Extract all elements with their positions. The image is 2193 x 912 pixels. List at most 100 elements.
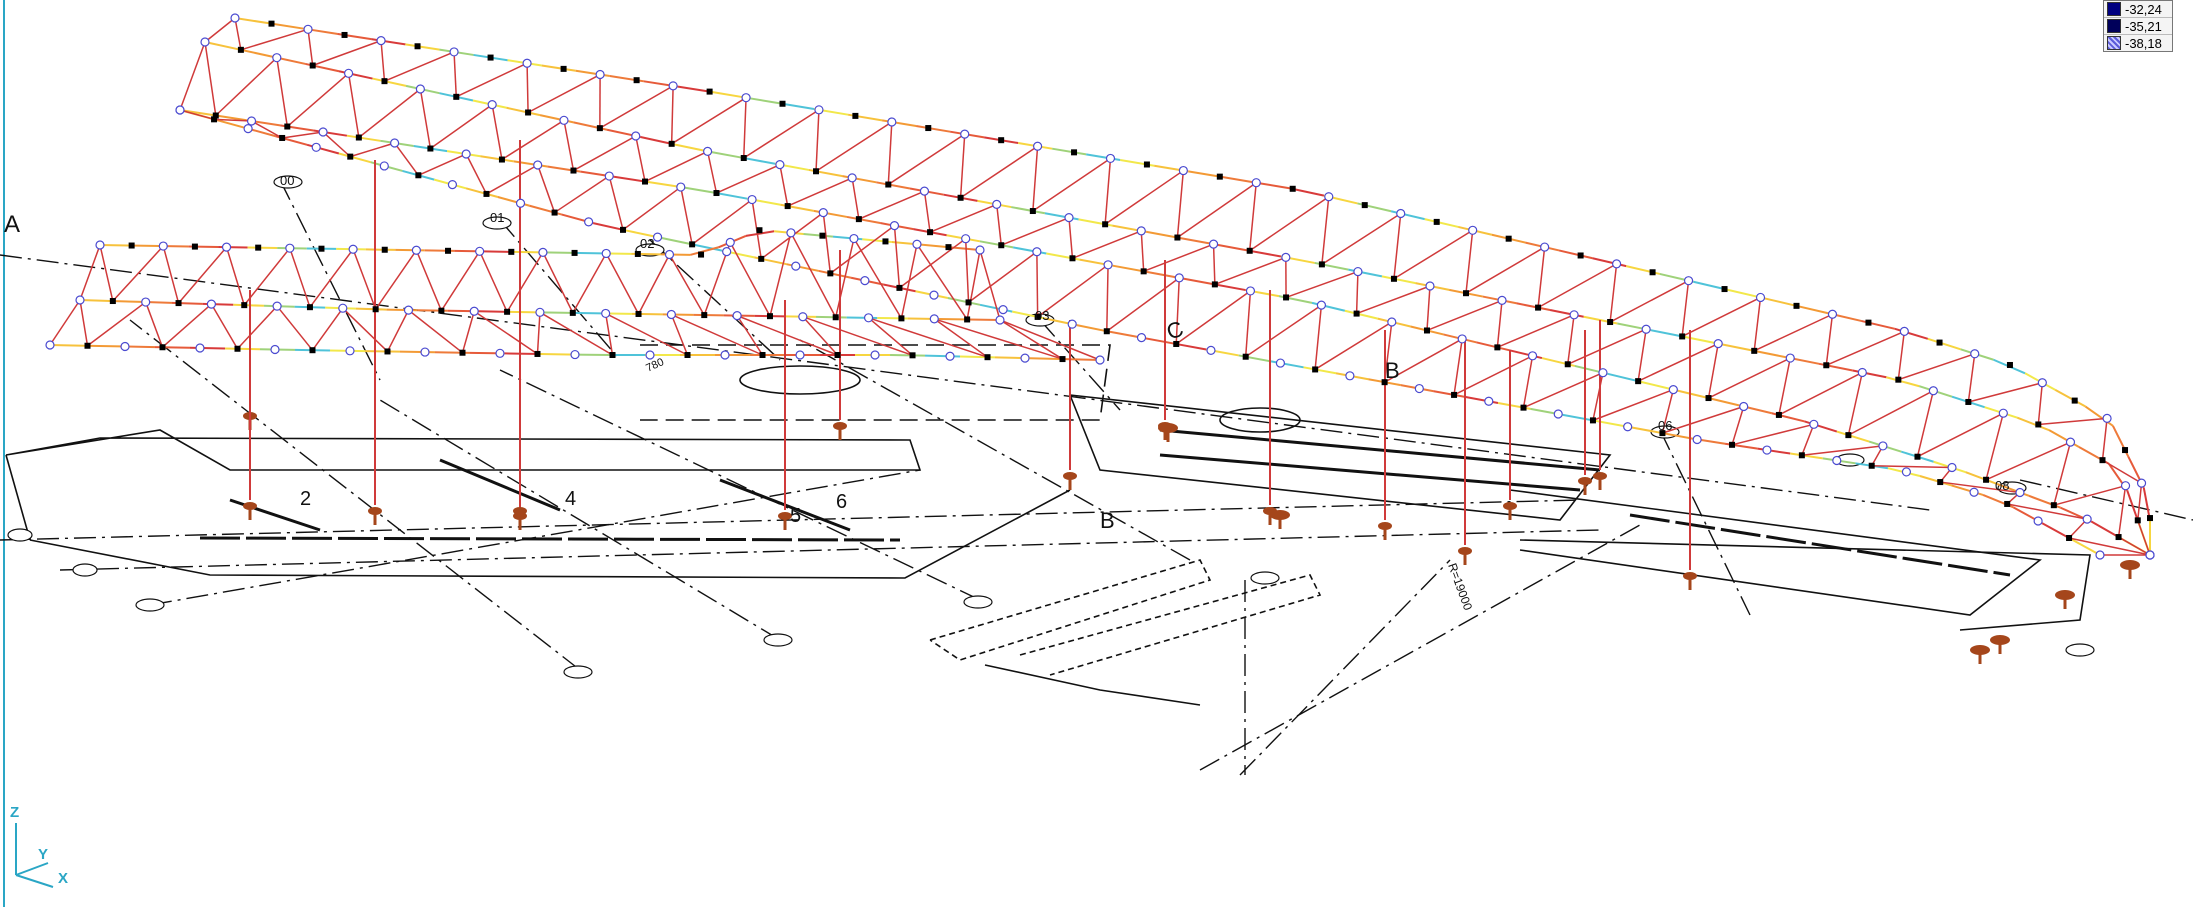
truss-web-member	[1033, 146, 1038, 211]
truss-node	[707, 89, 713, 95]
truss-web-member	[672, 86, 673, 144]
truss-web-member	[1802, 424, 1814, 455]
truss-web-member	[1917, 391, 1933, 457]
truss-node	[2016, 488, 2024, 496]
truss-node	[1599, 369, 1607, 377]
truss-web-member	[540, 312, 613, 355]
truss-chords	[50, 18, 2150, 555]
truss-node	[819, 233, 825, 239]
truss-node	[2096, 551, 2104, 559]
truss-node	[560, 116, 568, 124]
truss-chord-segment	[925, 356, 960, 357]
truss-chord-segment	[1391, 211, 1425, 219]
truss-node	[450, 48, 458, 56]
truss-web-member	[528, 75, 600, 113]
truss-node	[1071, 149, 1077, 155]
truss-node	[238, 47, 244, 53]
truss-node	[985, 354, 991, 360]
truss-web-member	[1357, 286, 1430, 314]
truss-web-member	[2054, 442, 2071, 505]
truss-web-member	[888, 122, 892, 185]
truss-chord-segment	[804, 234, 833, 237]
truss-node	[310, 62, 316, 68]
legend-swatch	[2107, 36, 2121, 50]
truss-node	[758, 256, 764, 262]
truss-chord-segment	[1180, 238, 1214, 244]
truss-node	[1521, 405, 1527, 411]
truss-web-member	[343, 308, 388, 351]
truss-chord-segment	[1920, 476, 1952, 485]
truss-web-member	[2138, 483, 2142, 520]
truss-web-member	[1986, 413, 2003, 480]
legend-swatch	[2107, 2, 2121, 16]
legend-swatch	[2107, 19, 2121, 33]
truss-node	[792, 262, 800, 270]
truss-chord-segment	[647, 182, 680, 187]
truss-node	[871, 351, 879, 359]
truss-web-member	[1497, 315, 1574, 348]
floor-plan-drawing	[6, 345, 2090, 705]
truss-node	[1317, 301, 1325, 309]
truss-web-member	[1105, 171, 1183, 225]
truss-web-member	[1593, 390, 1673, 421]
truss-web-member	[387, 310, 408, 351]
truss-chord-segment	[576, 71, 610, 76]
truss-node	[1424, 327, 1430, 333]
truss-web-member	[1568, 329, 1646, 364]
truss-chord-segment	[890, 355, 925, 356]
truss-chord-segment	[50, 345, 85, 346]
truss-chord-segment	[1928, 339, 1961, 349]
truss-chord-segment	[1966, 472, 1998, 484]
truss-web-member	[1141, 231, 1143, 271]
truss-node	[888, 118, 896, 126]
truss-node	[476, 247, 484, 255]
truss-node	[1415, 385, 1423, 393]
truss-node	[760, 352, 766, 358]
truss-node	[1469, 226, 1477, 234]
truss-web-member	[350, 143, 394, 157]
truss-node	[448, 181, 456, 189]
truss-web-member	[924, 191, 930, 232]
truss-node	[833, 314, 839, 320]
truss-node	[1570, 311, 1578, 319]
grid-label-06: 06	[1658, 418, 1672, 433]
truss-node	[945, 244, 951, 250]
truss-node	[207, 300, 215, 308]
truss-node	[958, 195, 964, 201]
truss-web-member	[1593, 373, 1603, 421]
truss-chord-segment	[1222, 177, 1256, 183]
truss-node	[998, 242, 1004, 248]
truss-web-member	[1848, 372, 1862, 435]
truss-web-member	[480, 251, 507, 311]
truss-web-member	[2102, 418, 2107, 460]
truss-node	[1179, 167, 1187, 175]
grid-label-b-top: B	[1385, 358, 1400, 383]
truss-node	[1247, 248, 1253, 254]
truss-web-member	[1568, 315, 1574, 364]
truss-node	[1858, 368, 1866, 376]
truss-node	[748, 196, 756, 204]
truss-web-member	[349, 73, 359, 137]
truss-node	[1252, 179, 1260, 187]
truss-chord-segment	[205, 42, 239, 49]
truss-node	[890, 222, 898, 230]
truss-web-member	[852, 178, 859, 219]
truss-web-member	[1394, 214, 1401, 279]
truss-chord-segment	[540, 312, 571, 313]
truss-web-member	[1144, 244, 1214, 271]
truss-node	[1810, 420, 1818, 428]
truss-node	[2138, 479, 2146, 487]
truss-node	[609, 352, 615, 358]
truss-web-member	[237, 306, 277, 349]
truss-node	[2122, 482, 2130, 490]
truss-node	[488, 55, 494, 61]
truss-node	[1210, 240, 1218, 248]
truss-web-member	[1917, 413, 2003, 456]
truss-node	[642, 179, 648, 185]
truss-node	[570, 168, 576, 174]
truss-web-member	[312, 308, 342, 350]
truss-web-member	[146, 302, 163, 347]
truss-node	[534, 161, 542, 169]
